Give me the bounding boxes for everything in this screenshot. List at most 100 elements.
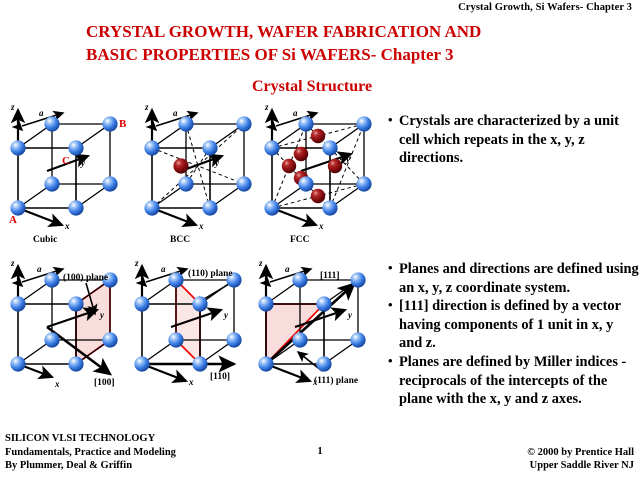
atom-corner (298, 176, 314, 192)
point-label-A: A (9, 214, 17, 226)
axis-label-a: a (173, 108, 178, 118)
plane-label-111: (111) plane (314, 375, 358, 386)
axis-label-x: x (188, 377, 194, 387)
plane-cell-100: z a y x (100) plane [100] (10, 258, 118, 389)
atom-corner (356, 176, 372, 192)
atom-corner (10, 200, 26, 216)
atom-corner (258, 296, 274, 312)
atom-body-center (173, 158, 189, 174)
atom-corner (144, 140, 160, 156)
bullet-item: Crystals are characterized by a unit cel… (388, 111, 638, 168)
atom-corner (10, 296, 26, 312)
axis-label-y: y (80, 158, 86, 168)
figure-caption-bcc: BCC (170, 235, 190, 245)
atom-corner (68, 200, 84, 216)
page-title-line1: CRYSTAL GROWTH, WAFER FABRICATION AND (86, 22, 482, 41)
plane-100-leader (85, 282, 98, 316)
atom-corner (178, 116, 194, 132)
atom-corner (258, 356, 274, 372)
unit-cell-fcc: z a y x FCC (264, 102, 372, 245)
atom-corner (168, 332, 184, 348)
axis-label-x: x (312, 377, 318, 387)
axis-label-y: y (223, 310, 229, 320)
atom-corner (202, 200, 218, 216)
atom-corner (168, 272, 184, 288)
footer-left: SILICON VLSI TECHNOLOGY Fundamentals, Pr… (5, 432, 176, 473)
atom-corner (356, 116, 372, 132)
axis-label-x: x (54, 379, 60, 389)
running-head: Crystal Growth, Si Wafers- Chapter 3 (458, 2, 632, 13)
section-subtitle: Crystal Structure (0, 78, 640, 96)
plane-label-110: (110) plane (188, 268, 233, 279)
footer-copyright: © 2000 by Prentice Hall (527, 446, 634, 458)
axis-label-a: a (39, 108, 44, 118)
axis-label-z: z (10, 258, 15, 268)
direction-label-110: [110] (210, 372, 230, 382)
atom-corner (144, 200, 160, 216)
atom-corner (192, 356, 208, 372)
direction-arrow-111 (265, 282, 356, 365)
plane-label-100: (100) plane (63, 272, 108, 283)
unit-cell-cubic: z a y x A B C Cubic (9, 102, 127, 245)
plane-cell-111: z a y x [111] (111) plane (258, 258, 366, 387)
atom-corner (10, 140, 26, 156)
axis-label-z: z (258, 258, 263, 268)
axis-label-a: a (285, 264, 290, 274)
axis-label-z: z (144, 102, 149, 112)
figure-caption-fcc: FCC (290, 235, 310, 245)
point-label-B: B (119, 118, 127, 130)
atom-corner (264, 200, 280, 216)
direction-label-111: [111] (320, 271, 340, 281)
footer-publisher-location: Upper Saddle River NJ (529, 460, 634, 471)
atom-corner (322, 140, 338, 156)
bullet-item: [111] direction is defined by a vector h… (388, 296, 640, 353)
axis-label-y: y (99, 310, 105, 320)
figure-caption-cubic: Cubic (33, 235, 57, 245)
page-number: 1 (317, 445, 323, 457)
bullet-item: Planes and directions are defined using … (388, 259, 640, 297)
atom-corner (236, 116, 252, 132)
atom-corner (102, 332, 118, 348)
atom-corner (134, 296, 150, 312)
atom-corner (350, 332, 366, 348)
plane-cell-110: z a y x (110) plane [110] (134, 258, 242, 387)
bullet-list-bottom: Planes and directions are defined using … (388, 259, 640, 409)
atom-corner (68, 356, 84, 372)
atom-corner (292, 332, 308, 348)
footer-book-subtitle: Fundamentals, Practice and Modeling (5, 446, 176, 458)
axis-label-y: y (347, 310, 353, 320)
atom-corner (68, 140, 84, 156)
page-title-line2: BASIC PROPERTIES OF Si WAFERS- Chapter 3 (86, 45, 454, 64)
footer-book-title: SILICON VLSI TECHNOLOGY (5, 433, 156, 444)
atom-face-center (310, 188, 326, 204)
bullet-list-top: Crystals are characterized by a unit cel… (388, 111, 638, 168)
footer-authors: By Plummer, Deal & Griffin (5, 460, 133, 471)
atom-corner (192, 296, 208, 312)
atom-face-center (310, 128, 326, 144)
atom-corner (10, 356, 26, 372)
atom-face-center (293, 146, 309, 162)
atom-corner (178, 176, 194, 192)
bullet-block-top: Crystals are characterized by a unit cel… (388, 111, 638, 168)
page-title: CRYSTAL GROWTH, WAFER FABRICATION AND BA… (86, 20, 606, 66)
atom-corner (316, 356, 332, 372)
axis-label-z: z (134, 258, 139, 268)
atom-corner (292, 272, 308, 288)
point-label-C: C (62, 155, 70, 167)
unit-cell-svg: z a y x A B C Cubic (9, 102, 372, 245)
plane-figure-row: z a y x (100) plane [100] (0, 252, 385, 422)
atom-corner (44, 272, 60, 288)
axis-label-a: a (293, 108, 298, 118)
atom-corner (44, 176, 60, 192)
atom-corner (134, 356, 150, 372)
bullet-block-bottom: Planes and directions are defined using … (388, 259, 640, 409)
direction-label-100: [100] (94, 378, 115, 388)
atom-face-center (281, 158, 297, 174)
atom-corner (44, 332, 60, 348)
atom-corner (102, 116, 118, 132)
footer-right: © 2000 by Prentice Hall Upper Saddle Riv… (527, 446, 634, 473)
axis-label-y: y (214, 158, 220, 168)
axis-label-a: a (37, 264, 42, 274)
atom-corner (350, 272, 366, 288)
